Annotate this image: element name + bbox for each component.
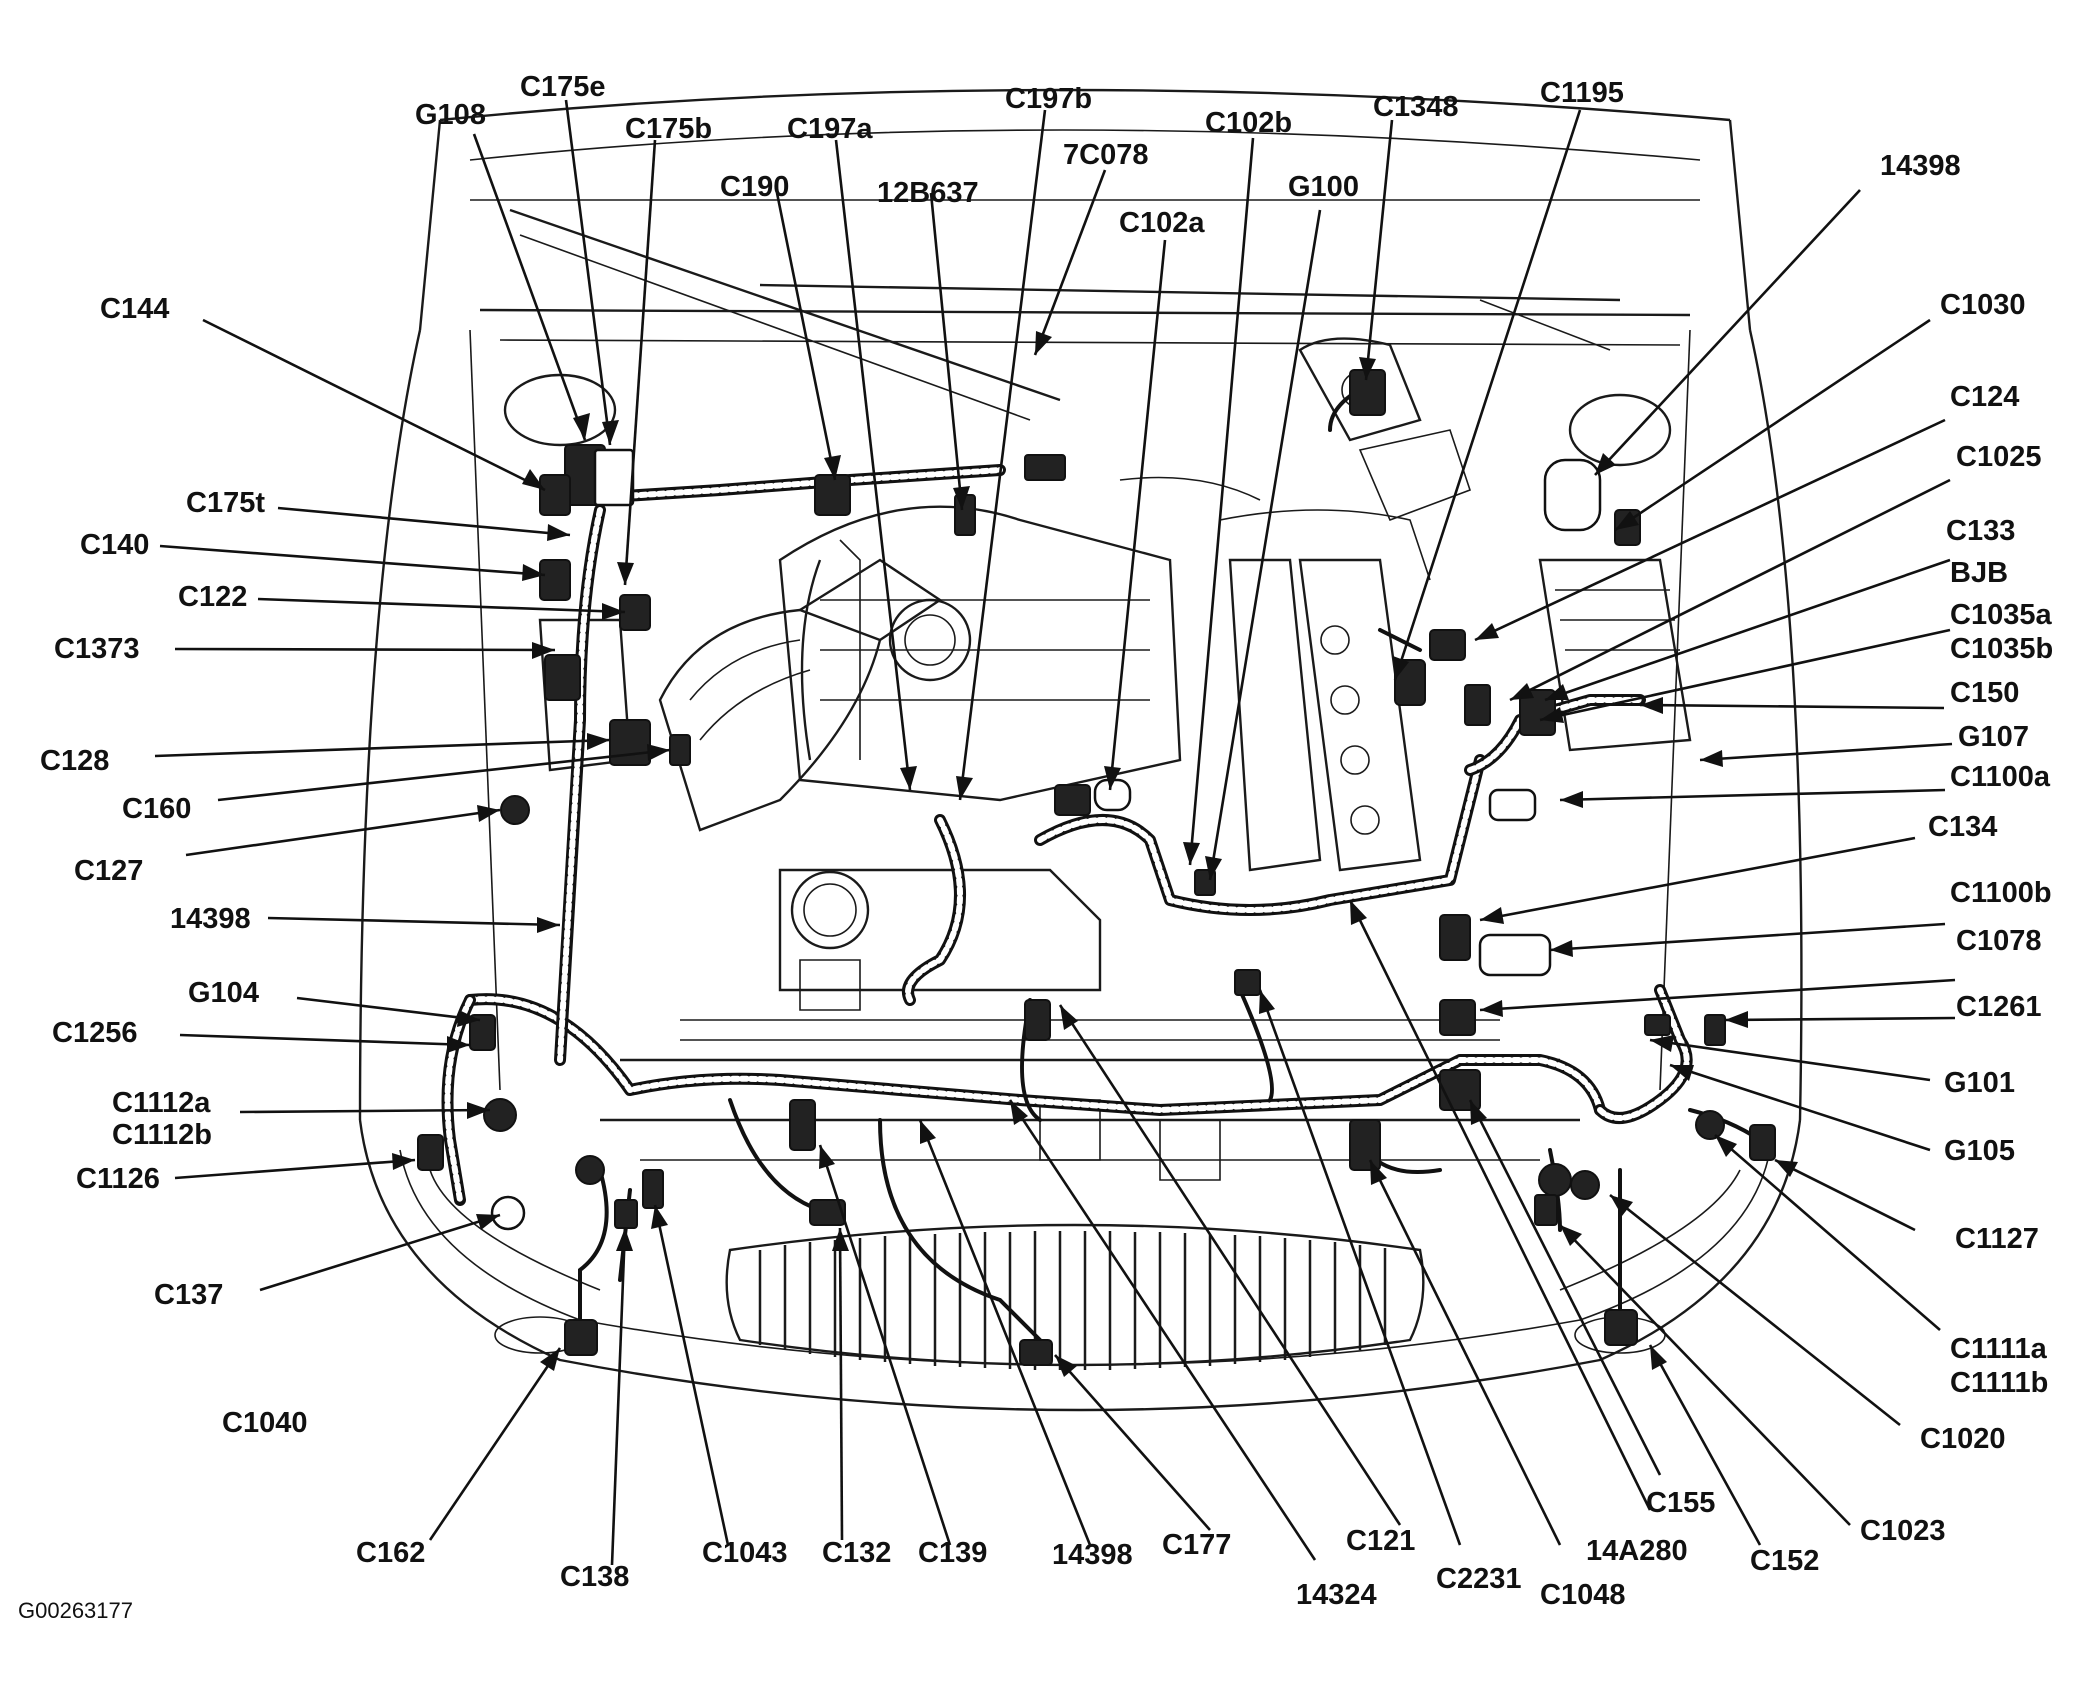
- label-C1373: C1373: [54, 633, 139, 665]
- label-BJB: BJB: [1950, 557, 2008, 589]
- label-14398-top: 14398: [1880, 150, 1961, 182]
- label-C1126: C1126: [76, 1163, 160, 1195]
- label-C1112a: C1112a: [112, 1087, 211, 1119]
- label-C1043: C1043: [702, 1537, 787, 1569]
- label-C144: C144: [100, 293, 169, 325]
- label-C137: C137: [154, 1279, 223, 1311]
- label-G108: G108: [415, 99, 486, 131]
- label-C1030: C1030: [1940, 289, 2025, 321]
- label-C190: C190: [720, 171, 789, 203]
- label-G101: G101: [1944, 1067, 2015, 1099]
- label-C162: C162: [356, 1537, 425, 1569]
- callout-labels: G108 C175e C175b C197a C197b 7C078 C102b…: [18, 71, 2053, 1623]
- label-C1023: C1023: [1860, 1515, 1945, 1547]
- label-C1020: C1020: [1920, 1423, 2005, 1455]
- label-C1112b: C1112b: [112, 1119, 212, 1151]
- label-C139: C139: [918, 1537, 987, 1569]
- label-G107: G107: [1958, 721, 2029, 753]
- label-C1078: C1078: [1956, 925, 2041, 957]
- figure-id: G00263177: [18, 1598, 133, 1623]
- label-C175b: C175b: [625, 113, 712, 145]
- label-C150: C150: [1950, 677, 2019, 709]
- label-C1348: C1348: [1373, 91, 1458, 123]
- label-14398-left: 14398: [170, 903, 251, 935]
- label-C102b: C102b: [1205, 107, 1292, 139]
- label-14398-bottom: 14398: [1052, 1539, 1133, 1571]
- label-C1100b: C1100b: [1950, 877, 2052, 909]
- label-7C078: 7C078: [1063, 139, 1148, 171]
- label-C175t: C175t: [186, 487, 265, 519]
- label-G105: G105: [1944, 1135, 2015, 1167]
- grille: [725, 1223, 1425, 1370]
- label-C152: C152: [1750, 1545, 1819, 1577]
- label-C155: C155: [1646, 1487, 1715, 1519]
- label-14324: 14324: [1296, 1579, 1377, 1611]
- label-G104: G104: [188, 977, 259, 1009]
- label-G100: G100: [1288, 171, 1359, 203]
- label-C197b: C197b: [1005, 83, 1092, 115]
- label-C102a: C102a: [1119, 207, 1205, 239]
- label-12B637: 12B637: [877, 177, 979, 209]
- label-C1048: C1048: [1540, 1579, 1625, 1611]
- label-C177: C177: [1162, 1529, 1231, 1561]
- label-C1111b: C1111b: [1950, 1367, 2048, 1399]
- label-14A280: 14A280: [1586, 1535, 1688, 1567]
- label-C1261: C1261: [1956, 991, 2041, 1023]
- label-C197a: C197a: [787, 113, 873, 145]
- label-C1040: C1040: [222, 1407, 307, 1439]
- label-C1025: C1025: [1956, 441, 2041, 473]
- label-C175e: C175e: [520, 71, 605, 103]
- label-C1256: C1256: [52, 1017, 137, 1049]
- label-C160: C160: [122, 793, 191, 825]
- callout-leader-lines: [154, 99, 1956, 1566]
- label-C1035b: C1035b: [1950, 633, 2053, 665]
- vehicle-body-outline: [358, 88, 1803, 1412]
- label-C2231: C2231: [1436, 1563, 1521, 1595]
- label-C138: C138: [560, 1561, 629, 1593]
- connectors: [417, 369, 1776, 1366]
- label-C1195: C1195: [1540, 77, 1624, 109]
- label-C132: C132: [822, 1537, 891, 1569]
- label-C124: C124: [1950, 381, 2019, 413]
- label-C122: C122: [178, 581, 247, 613]
- label-C1111a: C1111a: [1950, 1333, 2048, 1365]
- label-C1127: C1127: [1955, 1223, 2039, 1255]
- label-C1100a: C1100a: [1950, 761, 2051, 793]
- label-C121: C121: [1346, 1525, 1415, 1557]
- label-C140: C140: [80, 529, 149, 561]
- label-C133: C133: [1946, 515, 2015, 547]
- label-C1035a: C1035a: [1950, 599, 2052, 631]
- label-C128: C128: [40, 745, 109, 777]
- label-C127: C127: [74, 855, 143, 887]
- label-C134: C134: [1928, 811, 1997, 843]
